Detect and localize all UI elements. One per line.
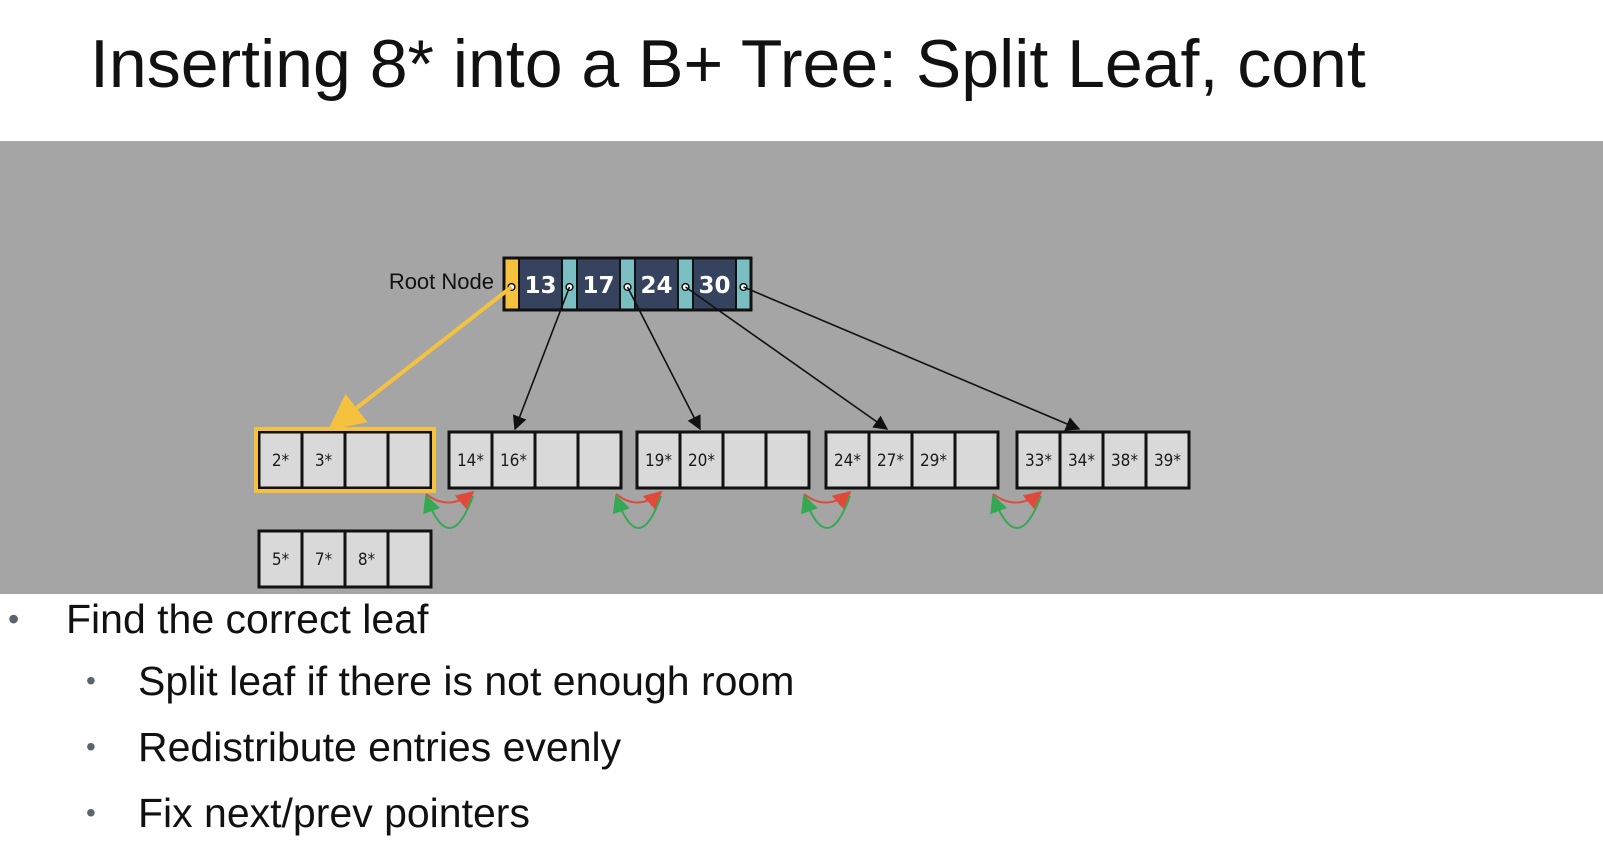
bullet-marker: • — [86, 665, 96, 696]
leaf-node: 33* 34* 38* 39* — [1015, 430, 1191, 490]
bullet-fix-pointers: • Fix next/prev pointers — [86, 788, 530, 838]
leaf-entry-label: 16* — [500, 451, 527, 471]
leaf-entry-cell — [635, 430, 682, 490]
bullet-find-leaf: • Find the correct leaf — [8, 594, 429, 644]
new-leaf-entry-cell — [386, 529, 433, 589]
child-pointer-arrow-highlighted — [328, 285, 513, 431]
bullet-split-leaf: • Split leaf if there is not enough room — [86, 656, 795, 706]
new-leaf-entry-label: 7* — [315, 550, 333, 570]
prev-pointer-arrow — [423, 494, 474, 529]
leaf-entry-cell — [764, 430, 811, 490]
bullet-text: Split leaf if there is not enough room — [138, 658, 795, 704]
next-pointer-arrow — [615, 490, 663, 510]
root-key-label: 17 — [582, 273, 614, 299]
leaf-entry-label: 34* — [1068, 451, 1095, 471]
leaf-entry-label: 24* — [834, 451, 861, 471]
leaf-entry-label: 19* — [645, 451, 672, 471]
leaf-entry-cell — [1058, 430, 1105, 490]
leaf-entry-label: 27* — [877, 451, 904, 471]
leaf-entry-cell — [1144, 430, 1191, 490]
bullet-text: Fix next/prev pointers — [138, 790, 530, 836]
child-pointer-arrow — [512, 286, 571, 431]
leaf-node: 19* 20* — [635, 430, 811, 490]
root-key-label: 30 — [698, 273, 730, 299]
root-key-label: 24 — [640, 273, 672, 299]
child-pointer-arrow — [743, 286, 1081, 431]
leaf-entry-label: 39* — [1154, 451, 1181, 471]
leaf-entry-cell — [386, 430, 433, 490]
root-node: 13 17 24 30 — [502, 256, 753, 312]
bullet-marker: • — [86, 797, 96, 828]
leaf-entry-cell — [721, 430, 768, 490]
next-pointer-arrow — [803, 490, 852, 510]
root-node-border — [502, 256, 753, 312]
leaf-node: 24* 27* 29* — [824, 430, 1000, 490]
bullet-marker: • — [86, 731, 96, 762]
root-key-label: 13 — [524, 273, 556, 299]
leaf-entry-cell — [824, 430, 871, 490]
new-leaf-entry-cell — [257, 529, 304, 589]
new-leaf-entry-label: 5* — [272, 550, 290, 570]
leaf-entry-cell — [576, 430, 623, 490]
leaf-node: 14* 16* — [447, 430, 623, 490]
leaf-entry-label: 33* — [1025, 451, 1052, 471]
leaf-entry-label: 2* — [272, 451, 290, 471]
leaf-entry-cell — [533, 430, 580, 490]
leaf-entry-cell — [1015, 430, 1062, 490]
next-pointer-arrow — [992, 490, 1043, 510]
leaf-entry-cell — [490, 430, 537, 490]
new-leaf-entry-cell — [300, 529, 347, 589]
bullet-redistribute: • Redistribute entries evenly — [86, 722, 622, 772]
next-pointer-arrow — [425, 490, 475, 510]
leaf-entry-label: 14* — [457, 451, 484, 471]
bullet-text: Find the correct leaf — [66, 596, 429, 642]
bullet-marker: • — [8, 601, 20, 637]
leaf-node: 2* 3* — [254, 427, 436, 493]
new-leaf-node: 5* 7* 8* — [257, 529, 433, 589]
child-pointer-arrow — [626, 286, 701, 431]
leaf-entry-label: 20* — [688, 451, 715, 471]
leaf-entry-cell — [343, 430, 390, 490]
leaf-entry-label: 29* — [920, 451, 947, 471]
leaf-entry-label: 38* — [1111, 451, 1138, 471]
leaf-entry-cell — [953, 430, 1000, 490]
leaf-entry-cell — [1101, 430, 1148, 490]
prev-pointer-arrow — [612, 494, 662, 529]
leaf-entry-cell — [447, 430, 494, 490]
new-leaf-entry-label: 8* — [358, 550, 376, 570]
leaf-entry-label: 3* — [315, 451, 333, 471]
prev-pointer-arrow — [801, 494, 851, 529]
root-node-label: Root Node — [389, 269, 494, 294]
child-pointer-arrow — [685, 286, 889, 430]
slide-title: Inserting 8* into a B+ Tree: Split Leaf,… — [90, 26, 1366, 102]
leaf-entry-cell — [867, 430, 914, 490]
leaf-entry-cell — [678, 430, 725, 490]
prev-pointer-arrow — [990, 494, 1042, 529]
bullet-text: Redistribute entries evenly — [138, 724, 622, 770]
